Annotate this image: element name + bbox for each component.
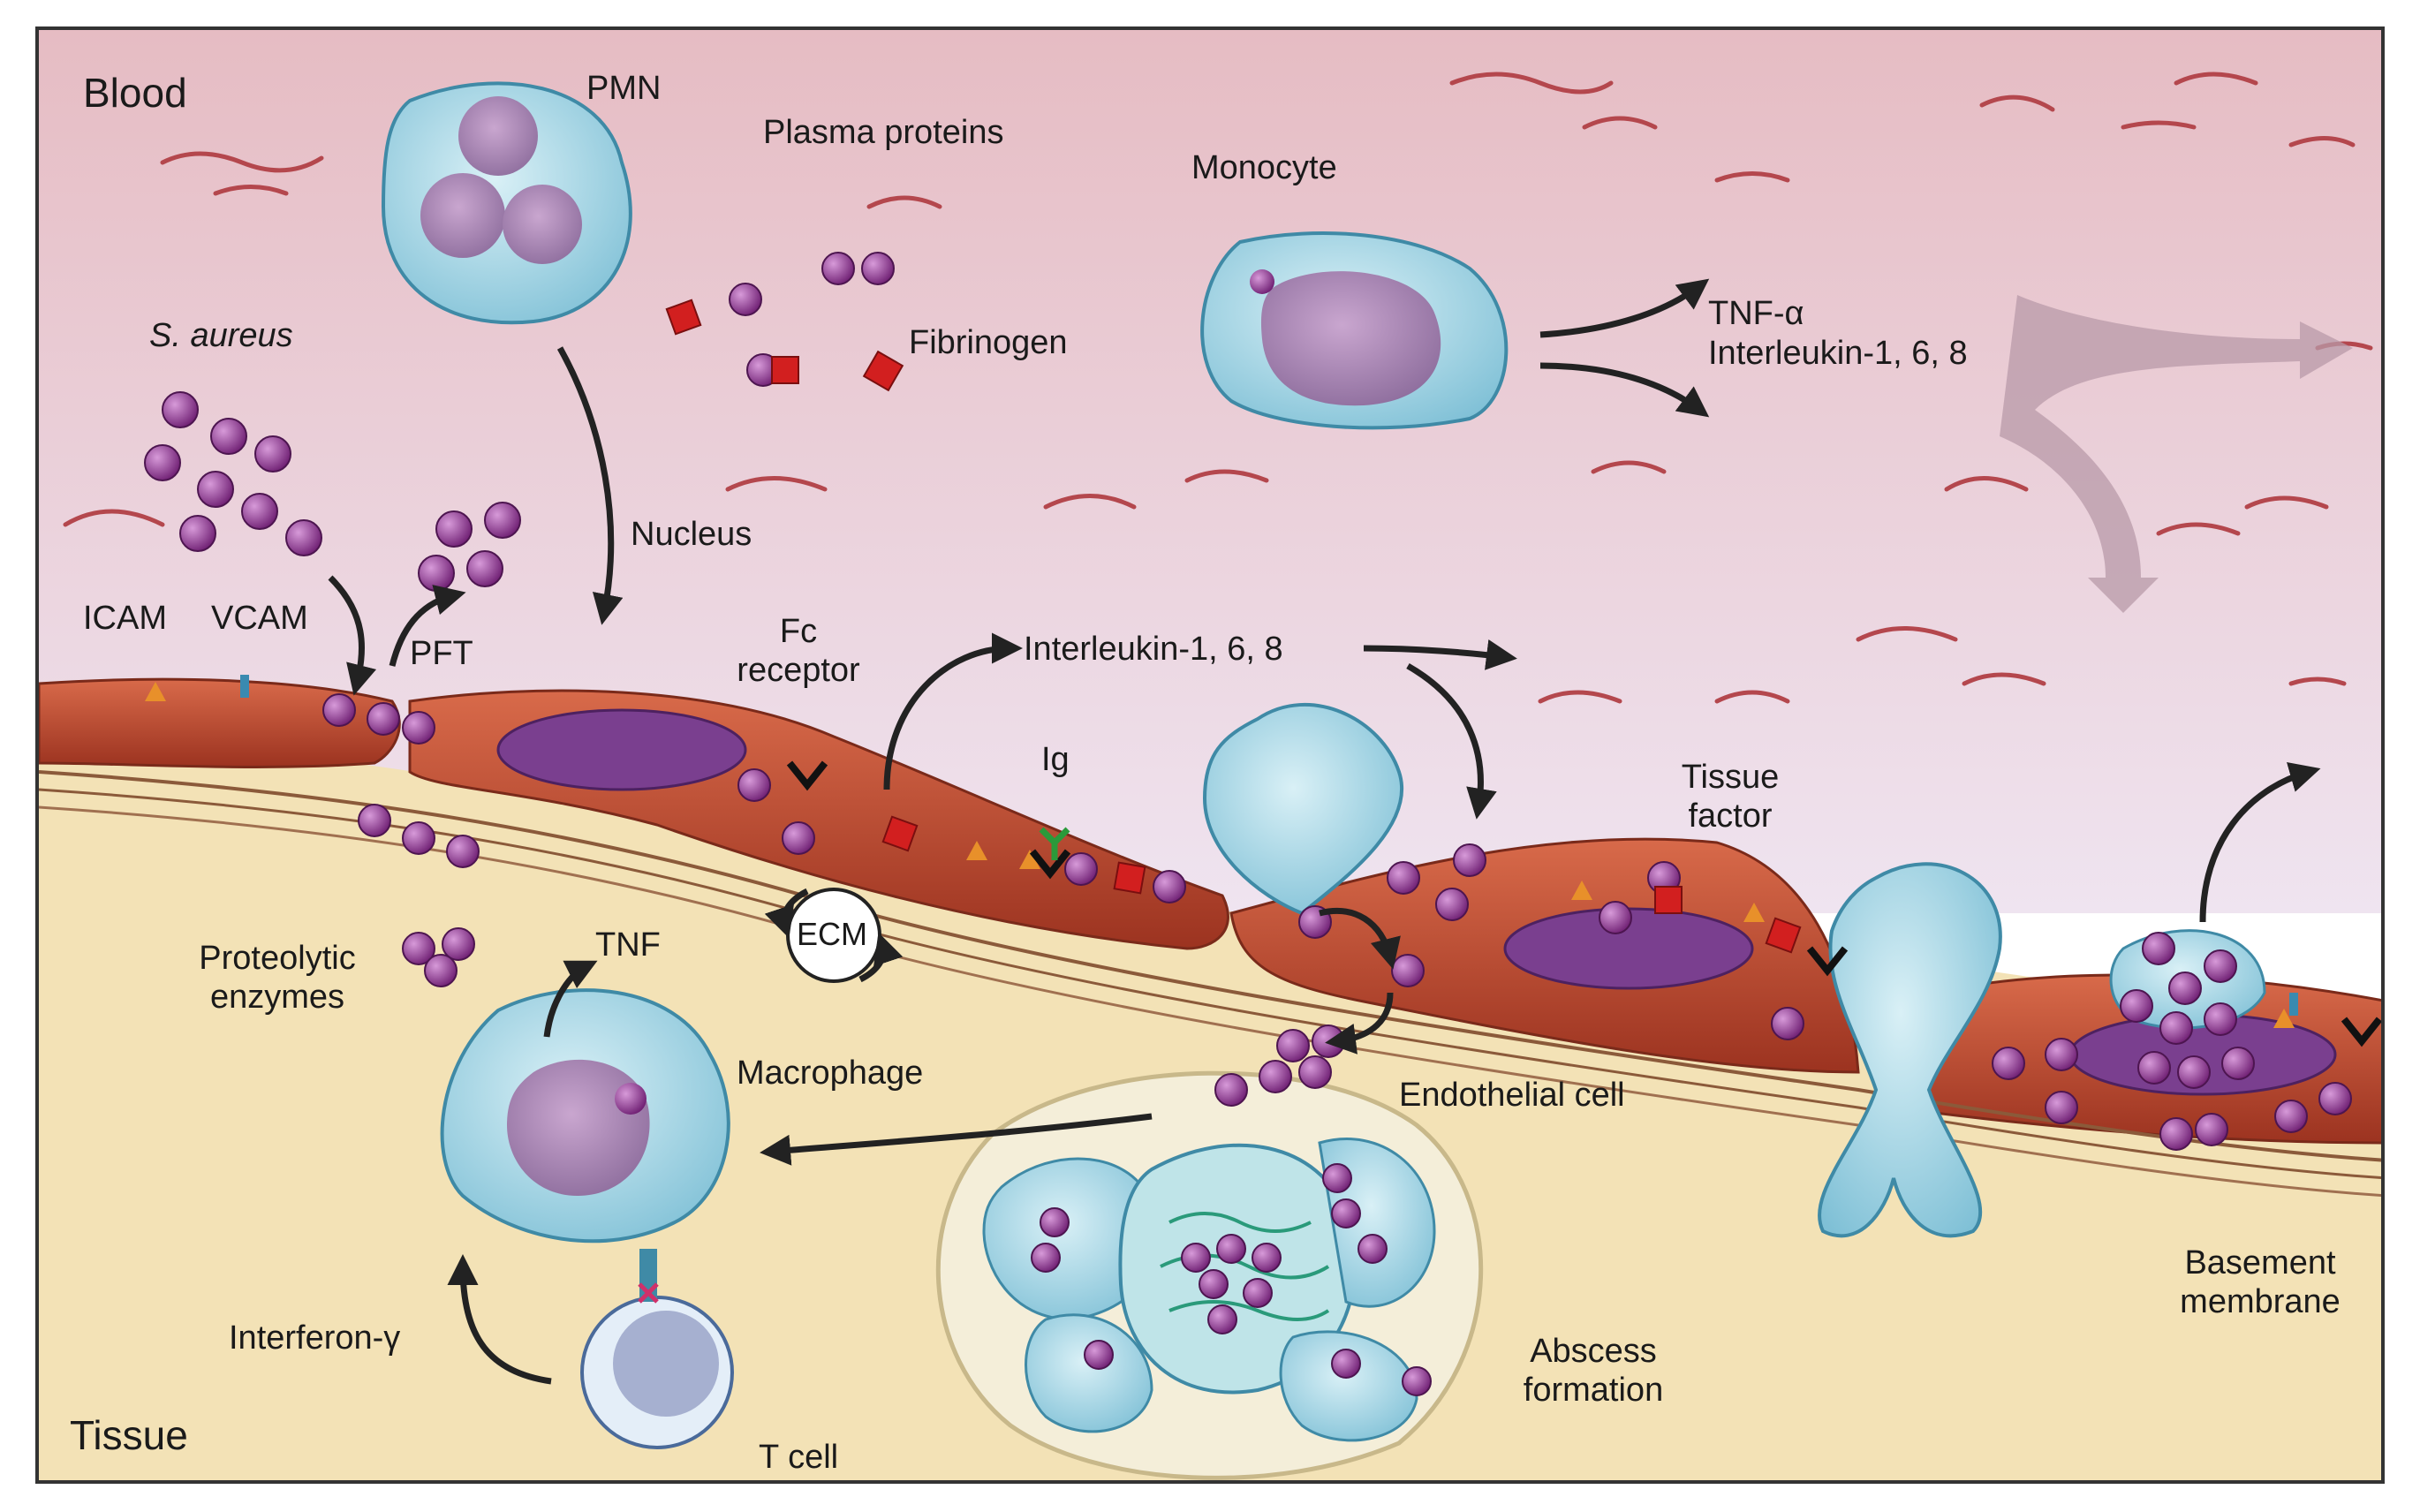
tissue-region-label: Tissue <box>70 1412 188 1458</box>
vcam-label: VCAM <box>211 600 308 637</box>
fc-receptor-label: Fc receptor <box>710 613 887 690</box>
endothelial-cell-label: Endothelial cell <box>1399 1077 1625 1114</box>
macrophage-label: Macrophage <box>737 1055 924 1092</box>
icam-label: ICAM <box>83 600 167 637</box>
adhesion-molecules <box>145 675 2381 1047</box>
diagram-frame: Blood Tissue PMN Plasma proteins Monocyt… <box>35 26 2385 1484</box>
t-cell <box>580 1249 734 1449</box>
tissue-factor-line2: factor <box>1688 797 1773 835</box>
abscess-formation-label: Abscess formation <box>1487 1333 1699 1410</box>
nucleus-label: Nucleus <box>631 516 752 553</box>
monocyte-label: Monocyte <box>1191 149 1337 186</box>
plasma-proteins-label: Plasma proteins <box>763 114 1004 151</box>
proteolytic-enzymes-label: Proteolytic enzymes <box>163 940 392 1017</box>
bacteria <box>144 252 2352 1396</box>
t-cell-label: T cell <box>759 1439 839 1476</box>
proteolytic-line1: Proteolytic <box>199 940 356 977</box>
basement-line2: membrane <box>2180 1282 2341 1320</box>
tissue-factor-label: Tissue factor <box>1637 759 1823 835</box>
tnf-label: TNF <box>595 926 661 964</box>
interleukin-mid-label: Interleukin-1, 6, 8 <box>1024 631 1283 668</box>
endothelial-nucleus <box>496 708 747 791</box>
pmn-label: PMN <box>586 70 662 107</box>
s-aureus-label: S. aureus <box>149 317 293 354</box>
inflammation-diagram <box>39 30 2381 1480</box>
blood-region-label: Blood <box>83 70 187 116</box>
fc-receptor-line1: Fc <box>779 613 818 650</box>
ig-label: Ig <box>1041 741 1070 778</box>
tissue-factor-line1: Tissue <box>1681 759 1780 796</box>
pft-label: PFT <box>410 635 473 672</box>
arrows <box>328 278 2321 1385</box>
abscess-line1: Abscess <box>1530 1333 1657 1370</box>
ecm-label: ECM <box>797 916 867 952</box>
fc-receptor-line2: receptor <box>737 651 860 689</box>
cytokine-big-arrow <box>2000 295 2353 613</box>
abscess-line2: formation <box>1523 1371 1664 1409</box>
monocyte-cell <box>1200 231 1509 430</box>
fibrin-strands <box>63 72 2373 704</box>
interferon-gamma-label: Interferon-γ <box>229 1319 401 1357</box>
tnf-alpha-label: TNF-α <box>1708 295 1804 332</box>
fibrinogen-label: Fibrinogen <box>909 324 1068 361</box>
interleukin-top-label: Interleukin-1, 6, 8 <box>1708 335 1968 372</box>
pmn-cell <box>381 81 632 325</box>
basement-line1: Basement <box>2184 1244 2336 1281</box>
fibrinogen-molecules <box>665 299 1802 954</box>
basement-membrane-label: Basement membrane <box>2150 1244 2371 1321</box>
macrophage-cell <box>440 988 730 1244</box>
proteolytic-line2: enzymes <box>209 978 345 1016</box>
